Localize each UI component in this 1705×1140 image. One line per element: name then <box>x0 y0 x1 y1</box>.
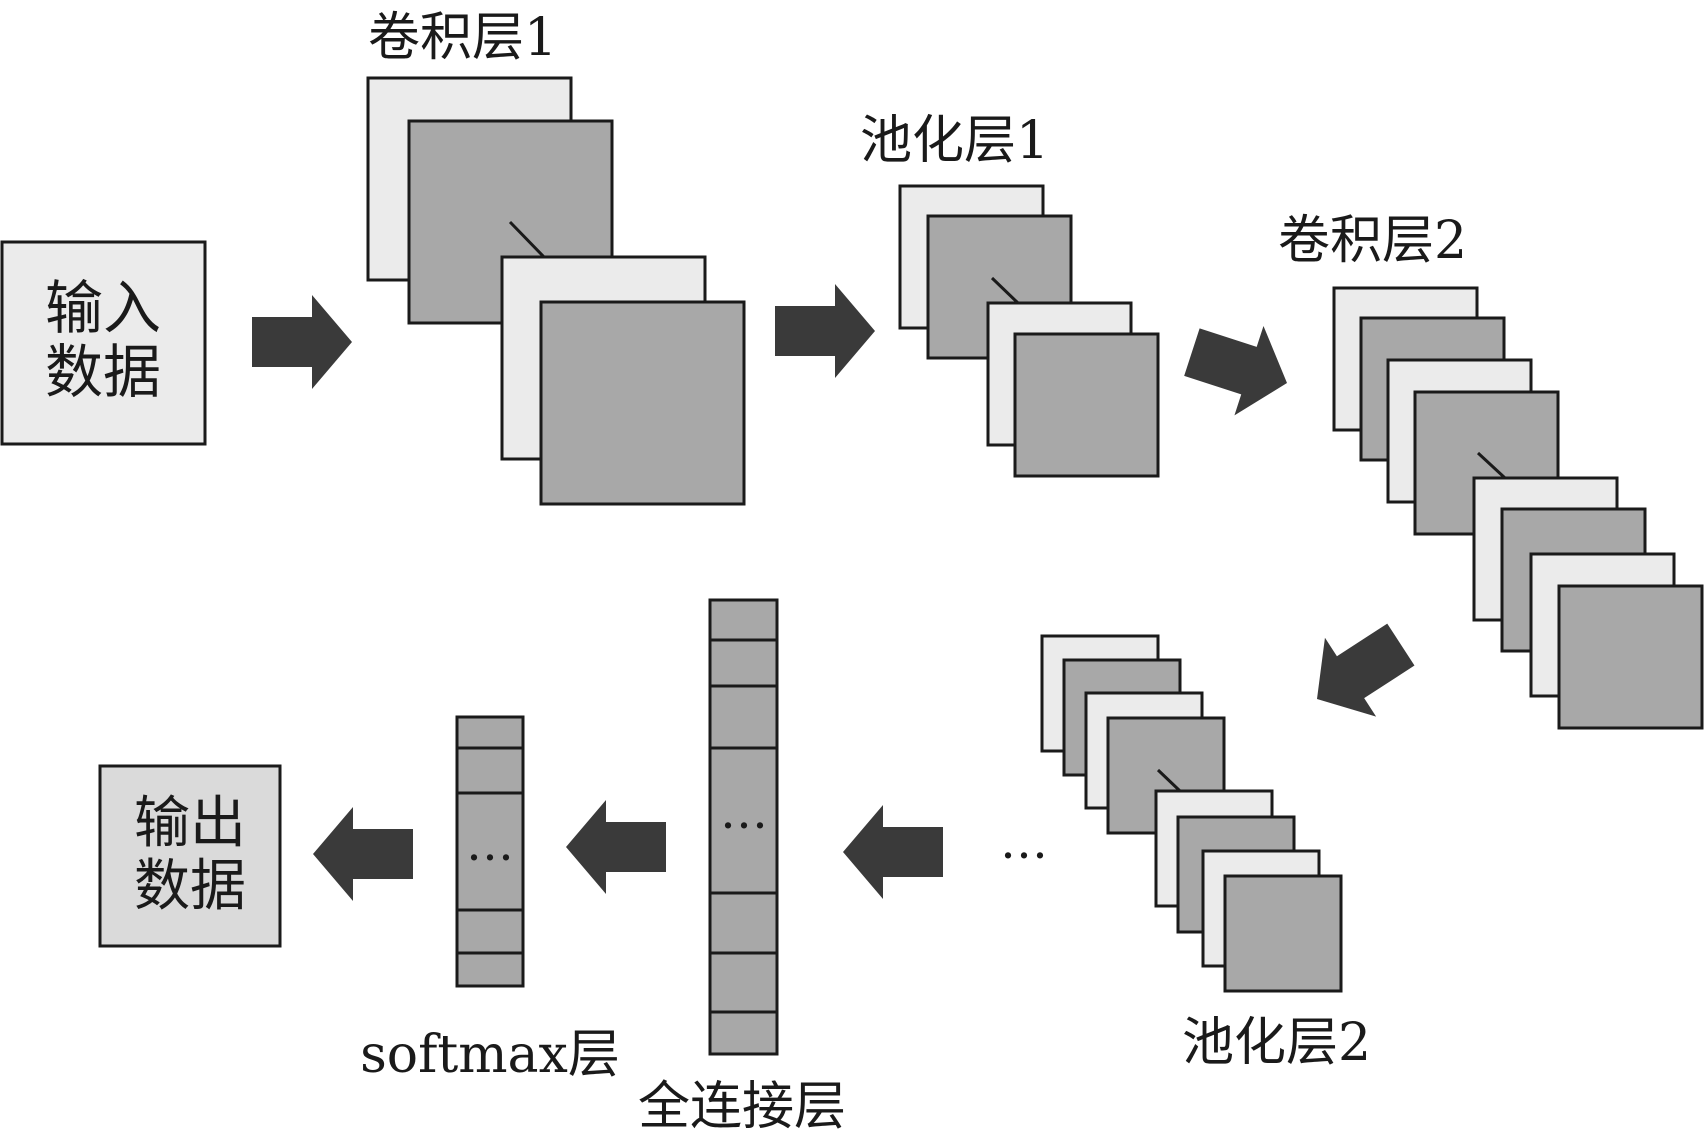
softmax-column <box>455 715 525 988</box>
flow-arrow-input-to-conv1 <box>252 295 352 389</box>
softmax-label: softmax层 <box>360 1025 620 1085</box>
pool2-label: 池化层2 <box>1182 1013 1371 1073</box>
output-data-node: 输出 数据 <box>98 764 282 948</box>
pool2-feature-map-8 <box>1223 874 1343 993</box>
input-data-node: 输入 数据 <box>0 240 207 446</box>
flow-arrow-pool2-to-fc <box>843 805 943 899</box>
fc-column <box>708 598 779 1056</box>
pool1-label: 池化层1 <box>860 111 1049 171</box>
output-label-line1: 输出 <box>134 791 246 856</box>
pool1-feature-map-4 <box>1013 332 1160 478</box>
conv2-label: 卷积层2 <box>1278 211 1467 271</box>
flow-arrow-fc-to-softmax <box>566 800 666 894</box>
conv2-depth-line <box>1476 451 1507 480</box>
conv1-feature-map-4 <box>539 300 746 506</box>
flow-arrow-softmax-to-output <box>313 807 413 901</box>
flow-arrow-pool1-to-conv2 <box>1177 307 1302 428</box>
conv2-feature-map-8 <box>1557 584 1704 730</box>
conv1-depth-line <box>508 220 546 259</box>
input-label-line1: 输入 <box>45 274 161 342</box>
pool2-depth-line <box>1156 768 1182 793</box>
softmax-layer: … softmax层 <box>360 715 620 1085</box>
flow-arrow-conv2-to-pool2 <box>1291 605 1427 739</box>
pool1-depth-line <box>990 276 1020 305</box>
conv-layer-2: 卷积层2 <box>1278 211 1704 730</box>
conv1-label: 卷积层1 <box>368 8 557 68</box>
output-label-line2: 数据 <box>134 854 246 919</box>
fully-connected-layer: … 全连接层 <box>638 598 846 1137</box>
pool-layer-2: 池化层2 <box>1040 634 1371 1073</box>
fc-label: 全连接层 <box>638 1077 846 1135</box>
intermediate-layers-ellipsis: … <box>1000 814 1048 870</box>
input-label-line2: 数据 <box>45 338 161 406</box>
conv-layer-1: 卷积层1 <box>366 8 746 506</box>
fc-ellipsis: … <box>720 784 768 840</box>
pool-layer-1: 池化层1 <box>860 111 1160 478</box>
softmax-ellipsis: … <box>466 816 514 872</box>
flow-arrow-conv1-to-pool1 <box>775 284 875 378</box>
